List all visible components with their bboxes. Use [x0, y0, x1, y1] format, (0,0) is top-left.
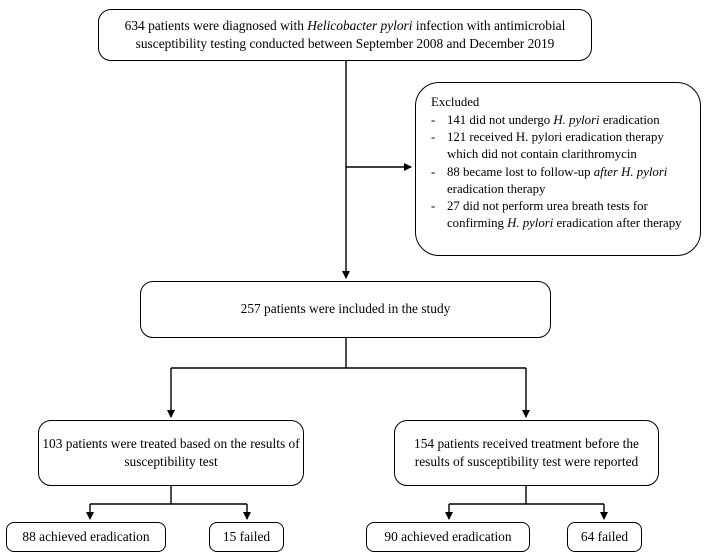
diagnosed-patients-box: 634 patients were diagnosed with Helicob… — [98, 9, 592, 61]
left-eradication-box: 88 achieved eradication — [6, 522, 166, 552]
right-failed-text: 64 failed — [580, 528, 629, 544]
excluded-item-text: 141 did not undergo H. pylori eradicatio… — [447, 113, 660, 128]
list-dash: - — [431, 113, 436, 128]
included-patients-box: 257 patients were included in the study — [140, 281, 551, 338]
excluded-item-text: 121 received H. pylori eradication thera… — [447, 130, 664, 162]
left-eradication-text: 88 achieved eradication — [22, 528, 150, 544]
included-patients-text: 257 patients were included in the study — [240, 301, 451, 317]
left-failed-box: 15 failed — [209, 522, 284, 552]
list-dash: - — [431, 164, 436, 179]
susceptibility-guided-group-text: 103 patients were treated based on the r… — [42, 435, 300, 469]
excluded-item: - 141 did not undergo H. pylori eradicat… — [431, 112, 690, 129]
list-dash: - — [431, 130, 436, 145]
excluded-item: - 88 became lost to follow-up after H. p… — [431, 164, 690, 198]
empirical-treatment-group-text: 154 patients received treatment before t… — [414, 435, 639, 469]
empirical-treatment-group-box: 154 patients received treatment before t… — [394, 420, 659, 486]
excluded-item-text: 27 did not perform urea breath tests for… — [447, 198, 682, 230]
right-eradication-box: 90 achieved eradication — [366, 522, 530, 552]
right-failed-box: 64 failed — [567, 522, 642, 552]
left-failed-text: 15 failed — [222, 528, 271, 544]
excluded-item-text: 88 became lost to follow-up after H. pyl… — [447, 164, 668, 196]
list-dash: - — [431, 198, 436, 213]
excluded-item: - 27 did not perform urea breath tests f… — [431, 198, 690, 232]
right-eradication-text: 90 achieved eradication — [384, 528, 512, 544]
excluded-title: Excluded — [431, 95, 480, 109]
excluded-item: - 121 received H. pylori eradication the… — [431, 129, 690, 163]
susceptibility-guided-group-box: 103 patients were treated based on the r… — [38, 420, 304, 486]
diagnosed-patients-text: 634 patients were diagnosed with Helicob… — [124, 17, 566, 51]
excluded-patients-box: Excluded - 141 did not undergo H. pylori… — [415, 82, 701, 256]
